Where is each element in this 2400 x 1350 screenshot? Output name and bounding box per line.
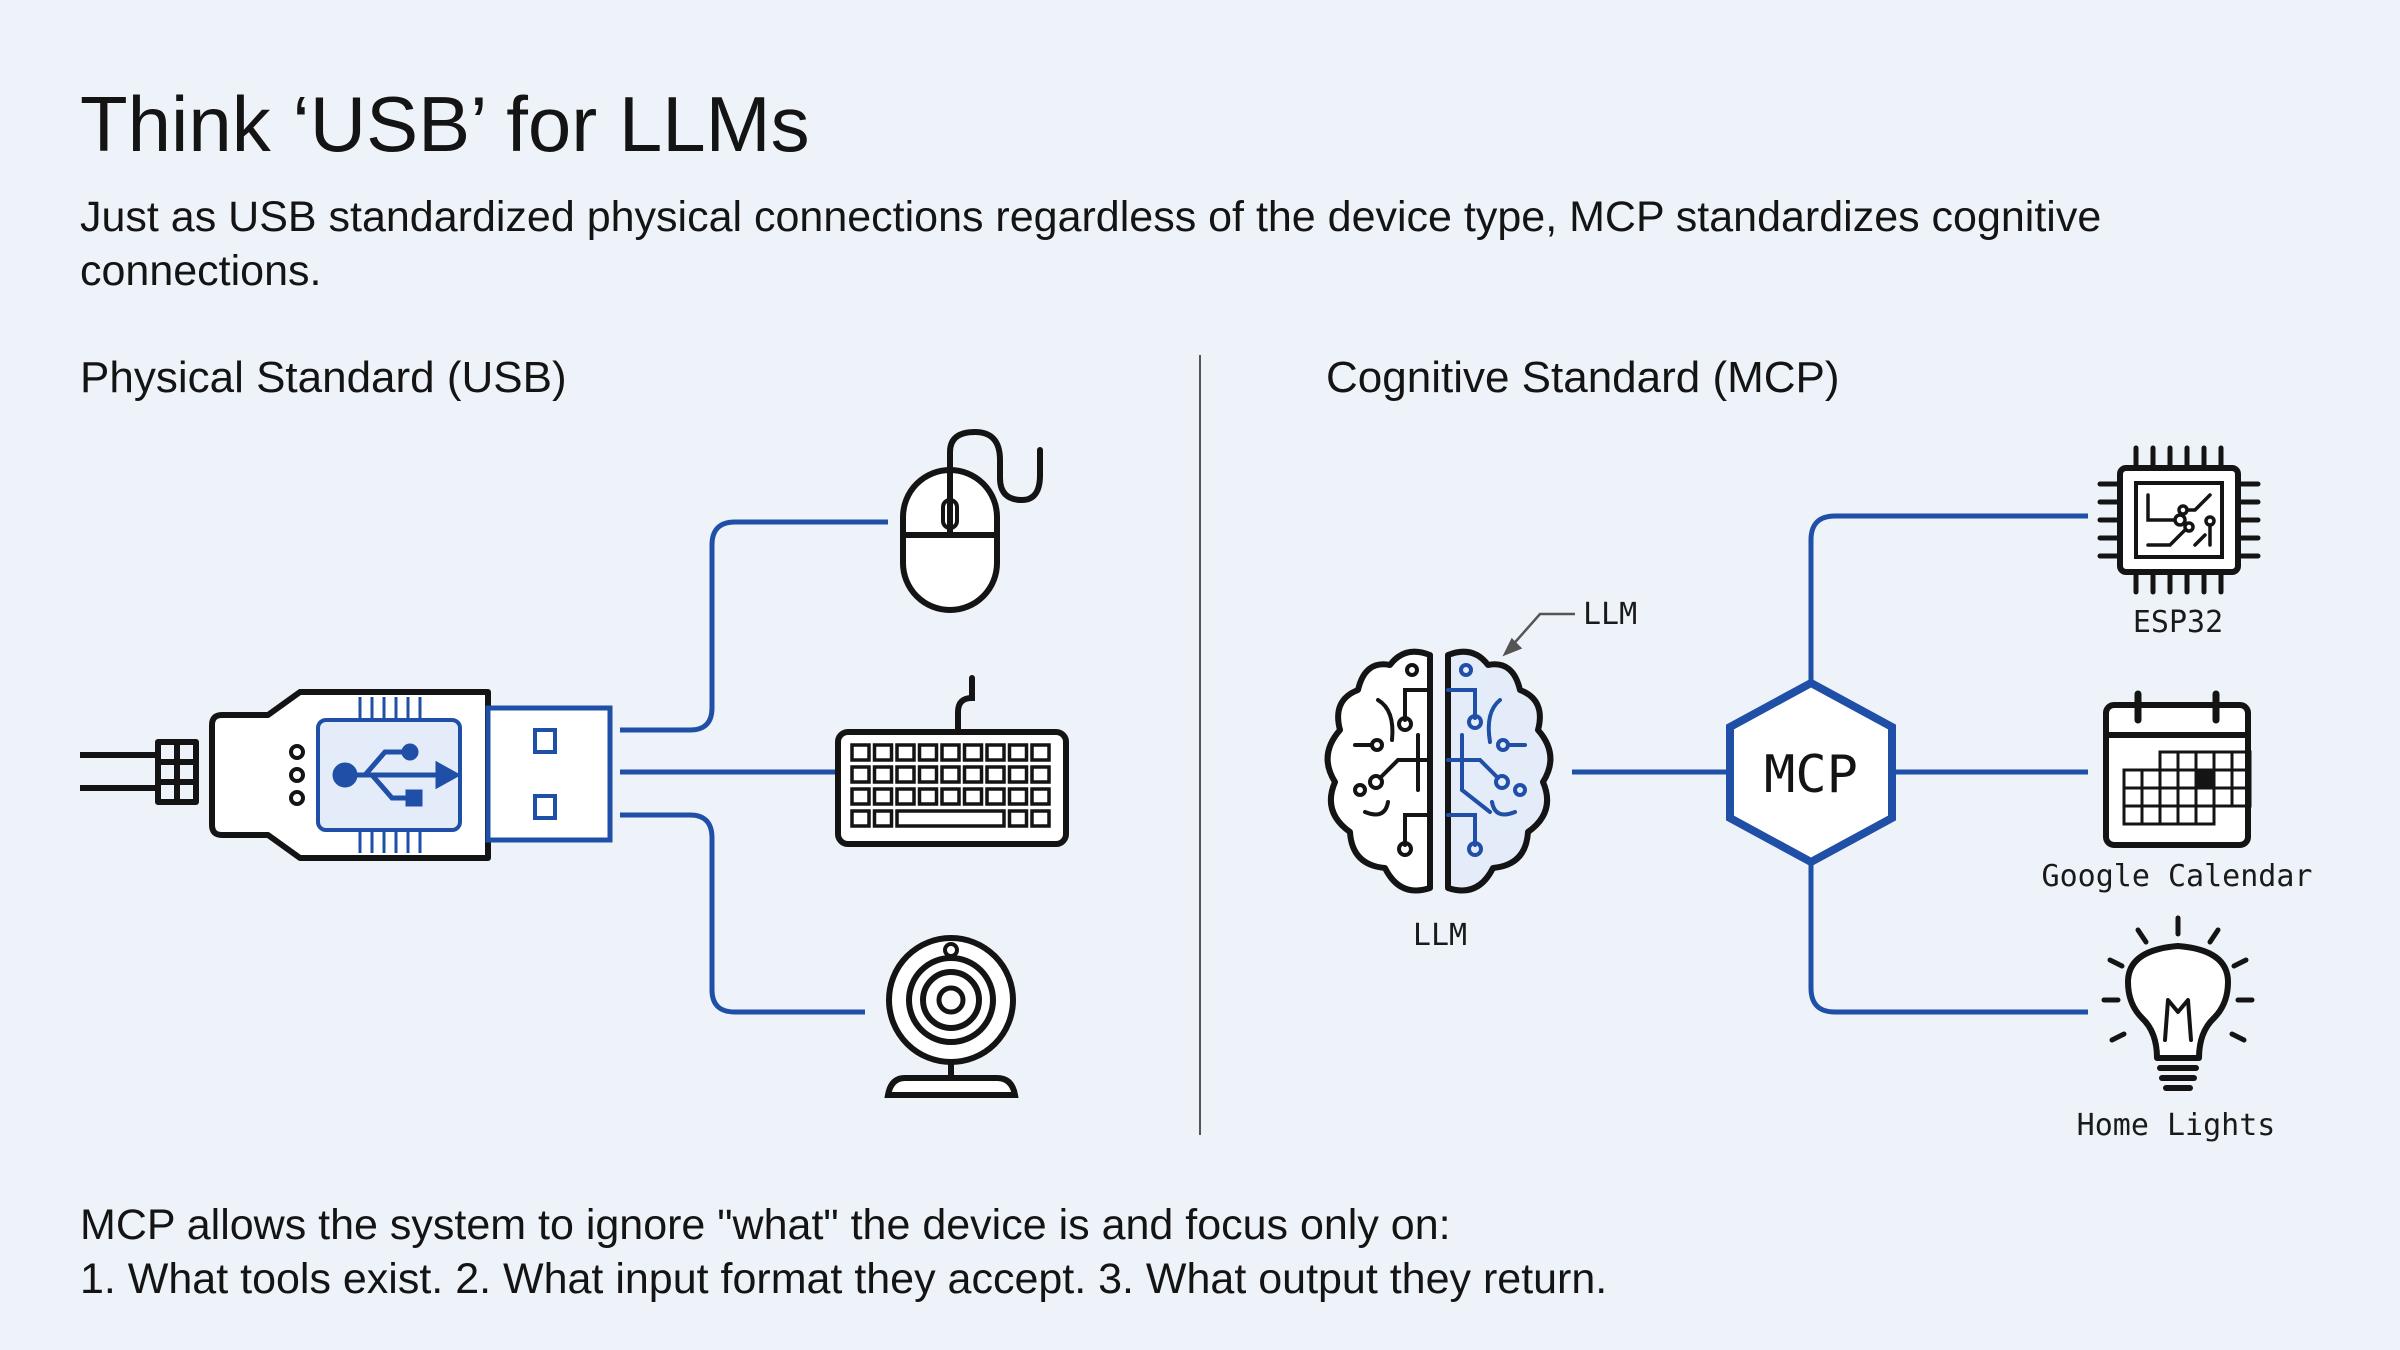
usb-section-title: Physical Standard (USB) bbox=[80, 353, 567, 402]
keyboard-key bbox=[985, 765, 1006, 784]
keyboard-key bbox=[940, 787, 961, 806]
mcp-hexagon bbox=[1726, 678, 1896, 867]
keyboard-key bbox=[872, 787, 894, 806]
calendar-day bbox=[2230, 786, 2252, 808]
keyboard-key bbox=[872, 809, 894, 828]
footer-line-2: 1. What tools exist. 2. What input forma… bbox=[80, 1255, 1608, 1303]
mcp-connector-lines bbox=[1572, 513, 2088, 1015]
google-calendar-label: Google Calendar bbox=[2042, 859, 2313, 894]
mcp-hub-label: MCP bbox=[1764, 745, 1858, 805]
usb-line-mouse bbox=[620, 519, 888, 733]
keyboard-key bbox=[940, 765, 961, 784]
keyboard-key bbox=[850, 787, 871, 806]
keyboard-key bbox=[917, 787, 939, 806]
webcam-icon bbox=[884, 935, 1019, 1098]
keyboard-key bbox=[917, 743, 939, 762]
chip-icon bbox=[2097, 445, 2261, 595]
keyboard-key bbox=[850, 743, 871, 762]
brain-callout-arrow bbox=[1502, 612, 1575, 657]
calendar-day bbox=[2194, 804, 2216, 826]
keyboard-key bbox=[872, 743, 894, 762]
lightbulb-icon bbox=[2101, 915, 2255, 1091]
keyboard-key bbox=[917, 765, 939, 784]
keyboard-key bbox=[872, 765, 894, 784]
keyboard-key bbox=[962, 787, 984, 806]
keyboard-key bbox=[850, 765, 871, 784]
keyboard-key bbox=[895, 765, 916, 784]
keyboard-key bbox=[985, 743, 1006, 762]
keyboard-key bbox=[962, 743, 984, 762]
footer-line-1: MCP allows the system to ignore "what" t… bbox=[80, 1201, 1451, 1249]
page-subtitle: Just as USB standardized physical connec… bbox=[80, 193, 2102, 295]
keyboard-key bbox=[895, 743, 916, 762]
keyboard-key bbox=[1030, 787, 1051, 806]
esp32-label: ESP32 bbox=[2133, 605, 2223, 640]
usb-line-webcam bbox=[620, 812, 865, 1015]
calendar-icon bbox=[2103, 690, 2252, 848]
usb-symbol-icon bbox=[332, 743, 462, 807]
keyboard-key bbox=[1030, 765, 1051, 784]
keyboard-key bbox=[940, 743, 961, 762]
keyboard-key bbox=[1030, 809, 1051, 828]
keyboard-key bbox=[962, 765, 984, 784]
keyboard-key bbox=[895, 787, 916, 806]
brain-left-hemisphere bbox=[1324, 648, 1433, 894]
brain-icon bbox=[1324, 612, 1575, 894]
keyboard-key bbox=[985, 787, 1006, 806]
keyboard-spacebar bbox=[895, 809, 1006, 828]
keyboard-key bbox=[1007, 765, 1029, 784]
keyboard-key bbox=[1030, 743, 1051, 762]
mcp-section-title: Cognitive Standard (MCP) bbox=[1326, 353, 1840, 402]
keyboard-key bbox=[850, 809, 871, 828]
keyboard-key bbox=[1007, 809, 1029, 828]
home-lights-label: Home Lights bbox=[2077, 1108, 2276, 1143]
page-title: Think ‘USB’ for LLMs bbox=[80, 80, 810, 168]
mouse-icon bbox=[900, 428, 1043, 613]
brain-callout-label: LLM bbox=[1583, 597, 1637, 632]
keyboard-key bbox=[1007, 743, 1029, 762]
usb-tip bbox=[485, 705, 613, 843]
mcp-line-hub-lights bbox=[1808, 855, 2088, 1015]
brain-caption: LLM bbox=[1413, 918, 1467, 953]
keyboard-key bbox=[1007, 787, 1029, 806]
keyboard-icon bbox=[835, 675, 1069, 847]
mcp-line-hub-esp32 bbox=[1808, 513, 2088, 690]
mcp-hub: MCP bbox=[1726, 678, 1896, 867]
calendar-selected-day bbox=[2194, 768, 2216, 790]
